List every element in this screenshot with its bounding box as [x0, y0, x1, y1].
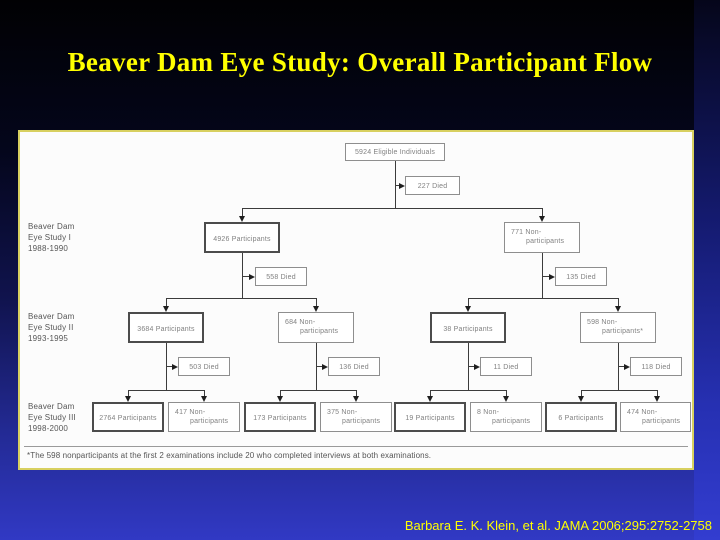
figure-panel: Beaver Dam Eye Study I 1988-1990 Beaver … — [18, 130, 694, 470]
stage-label-line: 1993-1995 — [28, 333, 69, 343]
arrow-down-icon — [503, 396, 509, 402]
node-eligible-individuals: 5924 Eligible Individuals — [345, 143, 445, 161]
arrow-down-icon — [313, 306, 319, 312]
connector-line — [280, 390, 281, 397]
connector-line — [242, 208, 543, 209]
stage-label-line: Eye Study II — [28, 322, 74, 332]
stage-label-line: Eye Study III — [28, 412, 76, 422]
node-died-135: 135 Died — [555, 267, 607, 286]
arrow-right-icon — [399, 183, 405, 189]
arrow-down-icon — [353, 396, 359, 402]
node-died-11: 11 Died — [480, 357, 532, 376]
connector-line — [618, 298, 619, 306]
node-participants-19: 19 Participants — [394, 402, 466, 432]
arrow-right-icon — [549, 274, 555, 280]
node-nonparticipants-8: 8 Non- participants — [470, 402, 542, 432]
arrow-down-icon — [239, 216, 245, 222]
connector-line — [581, 390, 582, 397]
connector-line — [128, 390, 205, 391]
stage-label-line: 1998-2000 — [28, 423, 69, 433]
arrow-down-icon — [578, 396, 584, 402]
connector-line — [657, 390, 658, 397]
arrow-down-icon — [201, 396, 207, 402]
node-died-227: 227 Died — [405, 176, 460, 195]
arrow-down-icon — [125, 396, 131, 402]
connector-line — [395, 161, 396, 208]
stage-label-line: Beaver Dam — [28, 312, 75, 321]
connector-line — [316, 366, 322, 367]
footnote-divider — [24, 446, 688, 447]
connector-line — [166, 366, 172, 367]
arrow-right-icon — [249, 274, 255, 280]
node-died-118: 118 Died — [630, 357, 682, 376]
arrow-right-icon — [172, 364, 178, 370]
connector-line — [581, 390, 658, 391]
node-nonparticipants-684: 684 Non- participants — [278, 312, 354, 343]
node-nonparticipants-771: 771 Non- participants — [504, 222, 580, 253]
node-nonparticipants-375: 375 Non- participants — [320, 402, 392, 432]
connector-line — [166, 298, 317, 299]
connector-line — [542, 253, 543, 298]
node-participants-6: 6 Participants — [545, 402, 617, 432]
arrow-down-icon — [615, 306, 621, 312]
stage-label-bdes3: Beaver Dam Eye Study III 1998-2000 — [28, 402, 100, 434]
stage-label-bdes2: Beaver Dam Eye Study II 1993-1995 — [28, 312, 100, 344]
connector-line — [166, 298, 167, 306]
connector-line — [128, 390, 129, 397]
connector-line — [468, 298, 469, 306]
node-participants-38: 38 Participants — [430, 312, 506, 343]
arrow-down-icon — [539, 216, 545, 222]
arrow-right-icon — [474, 364, 480, 370]
connector-line — [316, 298, 317, 306]
stage-label-line: Beaver Dam — [28, 222, 75, 231]
connector-line — [542, 208, 543, 216]
arrow-down-icon — [163, 306, 169, 312]
node-participants-4926: 4926 Participants — [204, 222, 280, 253]
connector-line — [242, 208, 243, 216]
arrow-down-icon — [427, 396, 433, 402]
arrow-right-icon — [322, 364, 328, 370]
connector-line — [618, 366, 624, 367]
node-participants-173: 173 Participants — [244, 402, 316, 432]
connector-line — [356, 390, 357, 397]
connector-line — [542, 276, 549, 277]
arrow-down-icon — [277, 396, 283, 402]
node-died-503: 503 Died — [178, 357, 230, 376]
connector-line — [280, 390, 357, 391]
node-nonparticipants-417: 417 Non- participants — [168, 402, 240, 432]
slide-title: Beaver Dam Eye Study: Overall Participan… — [67, 47, 653, 77]
connector-line — [430, 390, 431, 397]
citation: Barbara E. K. Klein, et al. JAMA 2006;29… — [404, 518, 712, 533]
node-died-558: 558 Died — [255, 267, 307, 286]
node-participants-3684: 3684 Participants — [128, 312, 204, 343]
connector-line — [395, 185, 399, 186]
connector-line — [506, 390, 507, 397]
node-nonparticipants-598: 598 Non- participants* — [580, 312, 656, 343]
connector-line — [242, 253, 243, 298]
background-glow — [694, 0, 720, 540]
figure-footnote: *The 598 nonparticipants at the first 2 … — [27, 451, 432, 460]
arrow-down-icon — [465, 306, 471, 312]
arrow-down-icon — [654, 396, 660, 402]
connector-line — [468, 366, 474, 367]
connector-line — [204, 390, 205, 397]
node-died-136: 136 Died — [328, 357, 380, 376]
connector-line — [242, 276, 249, 277]
stage-label-line: Beaver Dam — [28, 402, 75, 411]
node-nonparticipants-474: 474 Non- participants — [620, 402, 691, 432]
stage-label-line: Eye Study I — [28, 232, 72, 242]
connector-line — [468, 298, 619, 299]
connector-line — [430, 390, 507, 391]
arrow-right-icon — [624, 364, 630, 370]
stage-label-bdes1: Beaver Dam Eye Study I 1988-1990 — [28, 222, 100, 254]
stage-label-line: 1988-1990 — [28, 243, 69, 253]
node-participants-2764: 2764 Participants — [92, 402, 164, 432]
